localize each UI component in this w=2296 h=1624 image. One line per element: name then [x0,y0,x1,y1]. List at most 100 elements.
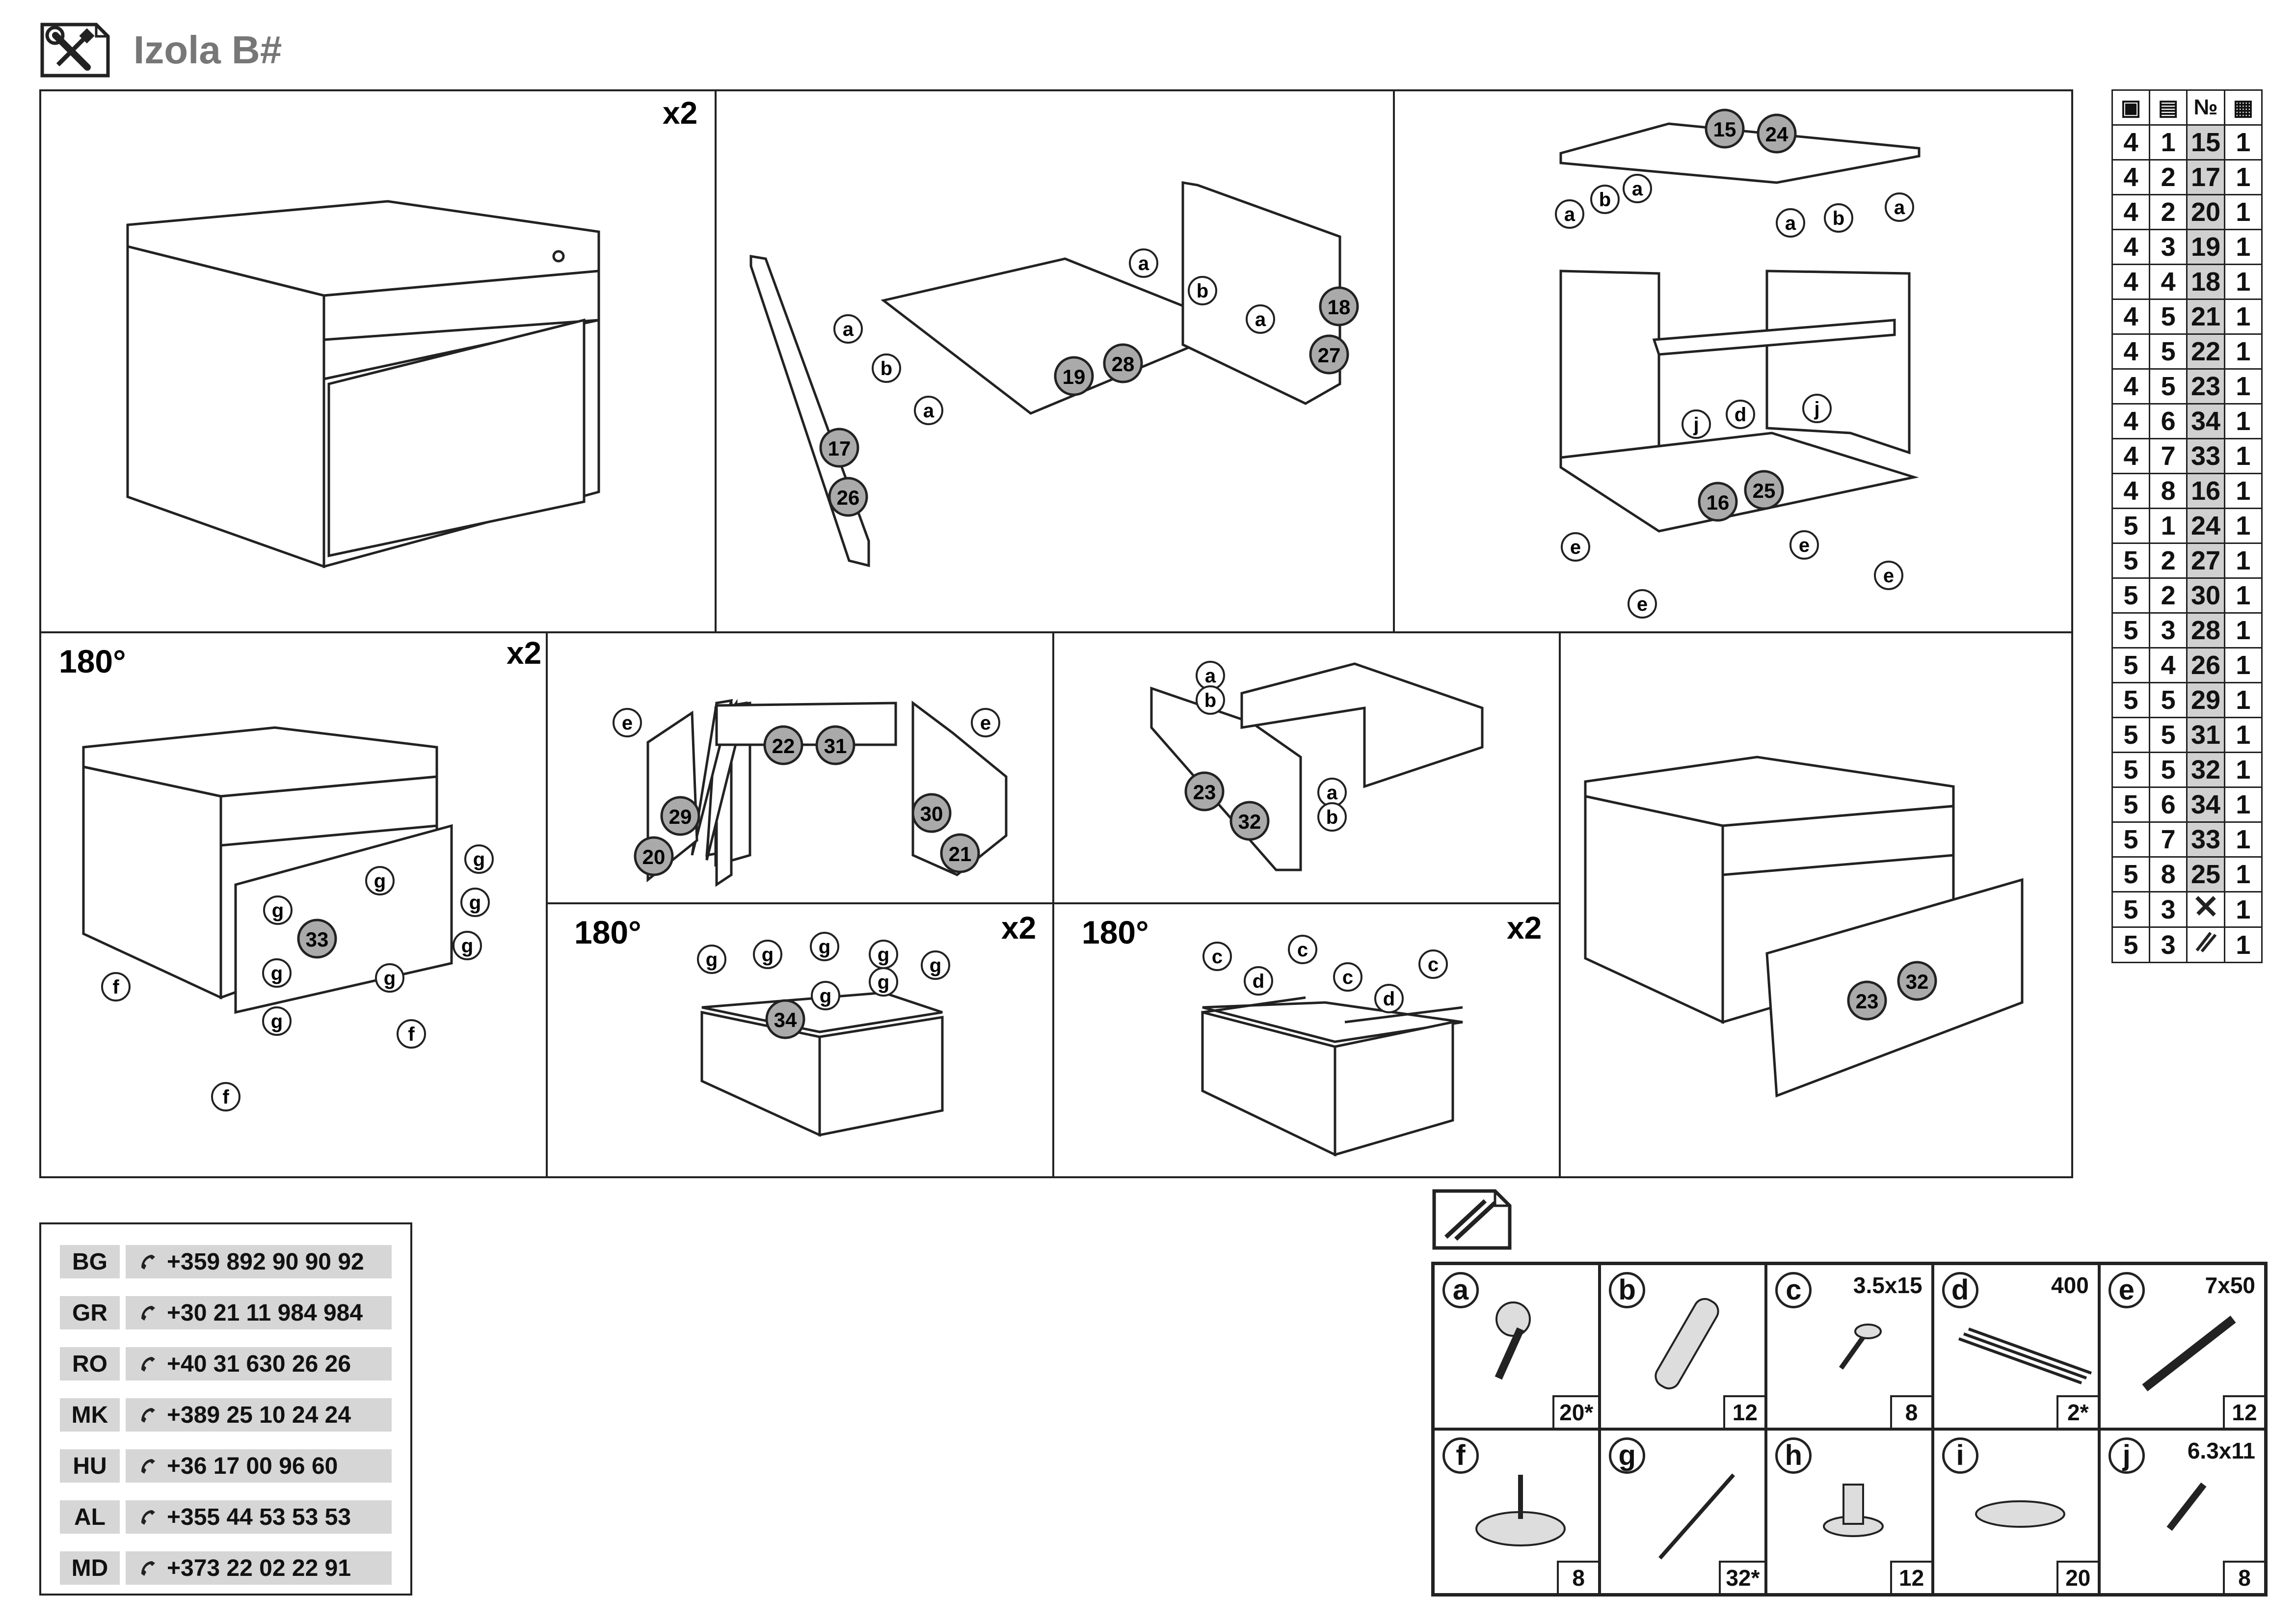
contact-row: MK +389 25 10 24 24 [60,1398,392,1432]
svg-text:g: g [706,949,718,971]
step7-rotate-label: 180° [574,914,641,950]
svg-text:c: c [1212,946,1223,968]
drawer-rail-icon [1958,1327,2092,1384]
quantity-cell: 1 [2223,821,2263,858]
phone-number: +40 31 630 26 26 [126,1347,392,1380]
box-cell: 4 [2111,368,2151,405]
svg-text:g: g [819,936,830,958]
box-icon: ▣ [2111,89,2151,126]
quantity-cell: 1 [2223,717,2263,753]
step4-multiplier: x2 [507,635,541,671]
page-title: Izola B# [133,28,282,72]
layer-cell: 2 [2149,577,2188,614]
box-cell: 4 [2111,333,2151,370]
quantity-cell: 1 [2223,682,2263,718]
phone-icon [141,1459,155,1474]
svg-text:21: 21 [949,842,972,866]
svg-text:30: 30 [920,802,943,825]
svg-text:29: 29 [669,805,692,828]
quantity-cell: 1 [2223,229,2263,265]
hardware-quantity: 8 [2223,1561,2264,1593]
layer-cell: 5 [2149,333,2188,370]
quantity-cell: 1 [2223,403,2263,439]
step7-drawing [700,991,944,1137]
step8-drawing [1201,996,1463,1157]
step1-multiplier: x2 [663,95,697,131]
svg-text:g: g [878,972,889,993]
svg-text:g: g [473,849,485,870]
svg-text:31: 31 [824,734,847,758]
quantity-cell: 1 [2223,368,2263,405]
layer-cell: 6 [2149,403,2188,439]
quantity-cell: 1 [2223,159,2263,195]
phone-number: +389 25 10 24 24 [126,1398,392,1432]
quantity-cell: 1 [2223,926,2263,963]
svg-text:g: g [374,870,386,892]
hardware-letter: b [1609,1272,1646,1308]
parts-table-header: ▣ ▤ № ▦ [2111,89,2263,126]
layer-cell: 5 [2149,298,2188,335]
layer-cell: 6 [2149,786,2188,823]
phone-number-text: +40 31 630 26 26 [167,1351,351,1377]
contact-row: MD +373 22 02 22 91 [60,1551,392,1585]
svg-text:j: j [1693,414,1699,435]
svg-text:g: g [762,944,774,966]
svg-text:g: g [271,1011,283,1032]
svg-text:f: f [112,976,119,998]
step2-drawing [749,181,1341,568]
hardware-item-c: c 3.5x15 8 [1766,1264,1933,1429]
part-number-cell: 27 [2186,542,2225,579]
phone-number: +36 17 00 96 60 [126,1449,392,1483]
svg-text:32: 32 [1906,970,1929,993]
hardware-item-j: j 6.3x11 8 [2099,1429,2266,1595]
svg-text:g: g [469,892,481,914]
box-cell: 5 [2111,717,2151,753]
step3-drawing [1559,122,1921,533]
layer-cell: 3 [2149,926,2188,963]
country-code: HU [60,1449,120,1483]
part-number-cell: 26 [2186,647,2225,683]
svg-text:25: 25 [1753,479,1776,502]
hardware-size: 7x50 [2205,1272,2255,1298]
svg-text:f: f [222,1086,229,1108]
svg-text:27: 27 [1318,344,1341,367]
layer-cell: 1 [2149,124,2188,161]
svg-text:32: 32 [1238,810,1261,833]
layer-cell: 3 [2149,229,2188,265]
hardware-size: 400 [2051,1272,2089,1298]
phone-number-text: +359 892 90 90 92 [167,1248,364,1275]
hardware-letter: i [1942,1437,1978,1474]
assembly-steps-panel [39,89,2073,1178]
svg-text:24: 24 [1765,123,1789,146]
step8-rotate-label: 180° [1082,914,1149,950]
step1-cabinet-drawing [126,200,600,568]
step8-multiplier: x2 [1507,910,1542,946]
svg-text:e: e [1883,565,1894,587]
phone-number: +30 21 11 984 984 [126,1296,392,1329]
part-number-cell: 18 [2186,264,2225,300]
phone-icon [141,1357,155,1372]
svg-text:e: e [1799,535,1810,556]
quantity-cell: 1 [2223,264,2263,300]
svg-text:f: f [408,1024,415,1045]
box-cell: 4 [2111,298,2151,335]
box-cell: 4 [2111,194,2151,230]
box-cell: 4 [2111,264,2151,300]
phone-number: +359 892 90 90 92 [126,1245,392,1278]
short-screw-icon [2166,1482,2207,1531]
step9-drawing [1584,756,2024,1098]
box-cell: 5 [2111,752,2151,788]
part-number-cell: 33 [2186,438,2225,474]
svg-text:c: c [1342,967,1353,988]
phone-number-text: +373 22 02 22 91 [167,1555,351,1581]
hardware-quantity: 12 [1723,1395,1765,1428]
svg-text:e: e [980,712,991,734]
svg-text:d: d [1253,971,1264,992]
layer-cell: 2 [2149,159,2188,195]
